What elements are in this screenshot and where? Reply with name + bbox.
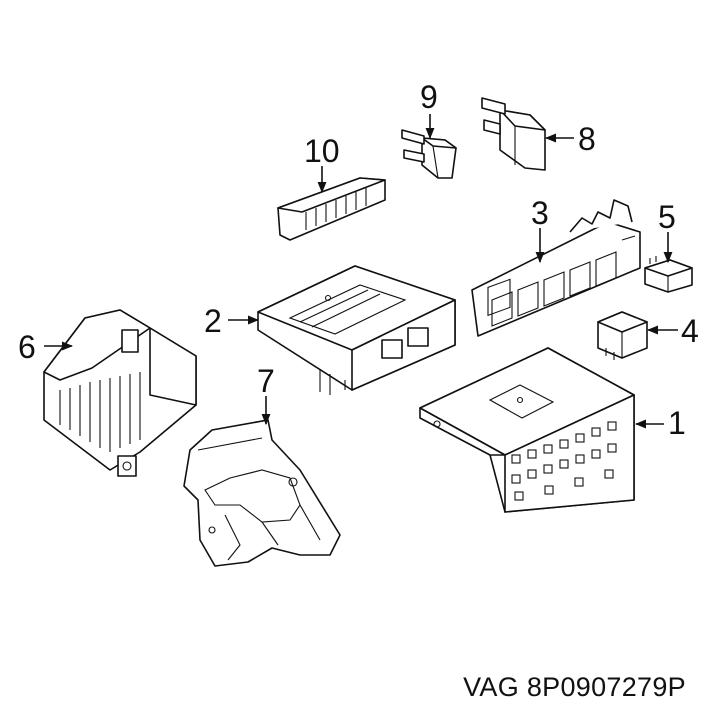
callout-4: 4: [681, 313, 699, 349]
part-number-label: 8P0907279P: [526, 672, 686, 702]
callout-9: 9: [420, 79, 438, 115]
callout-2: 2: [204, 303, 222, 339]
callout-5: 5: [658, 199, 676, 235]
callout-6: 6: [18, 329, 36, 365]
part-10-bus-bar: [277, 177, 386, 241]
brand-label: VAG: [463, 672, 520, 702]
part-9-fuse: [401, 129, 457, 179]
part-8-fuse: [481, 97, 546, 171]
callout-3: 3: [531, 195, 549, 231]
part-3-relay-plate: [471, 199, 641, 337]
callout-8: 8: [578, 121, 596, 157]
callout-1: 1: [668, 405, 686, 441]
part-2-control-module: [257, 265, 456, 395]
callout-10: 10: [304, 133, 340, 169]
part-1-fuse-box: [419, 347, 635, 513]
part-5-small-relay: [644, 256, 693, 293]
callout-7: 7: [257, 363, 275, 399]
part-number-caption: VAG 8P0907279P: [0, 672, 686, 703]
part-7-bracket: [183, 419, 341, 567]
part-4-relay: [597, 311, 648, 360]
part-6-housing: [43, 309, 197, 477]
